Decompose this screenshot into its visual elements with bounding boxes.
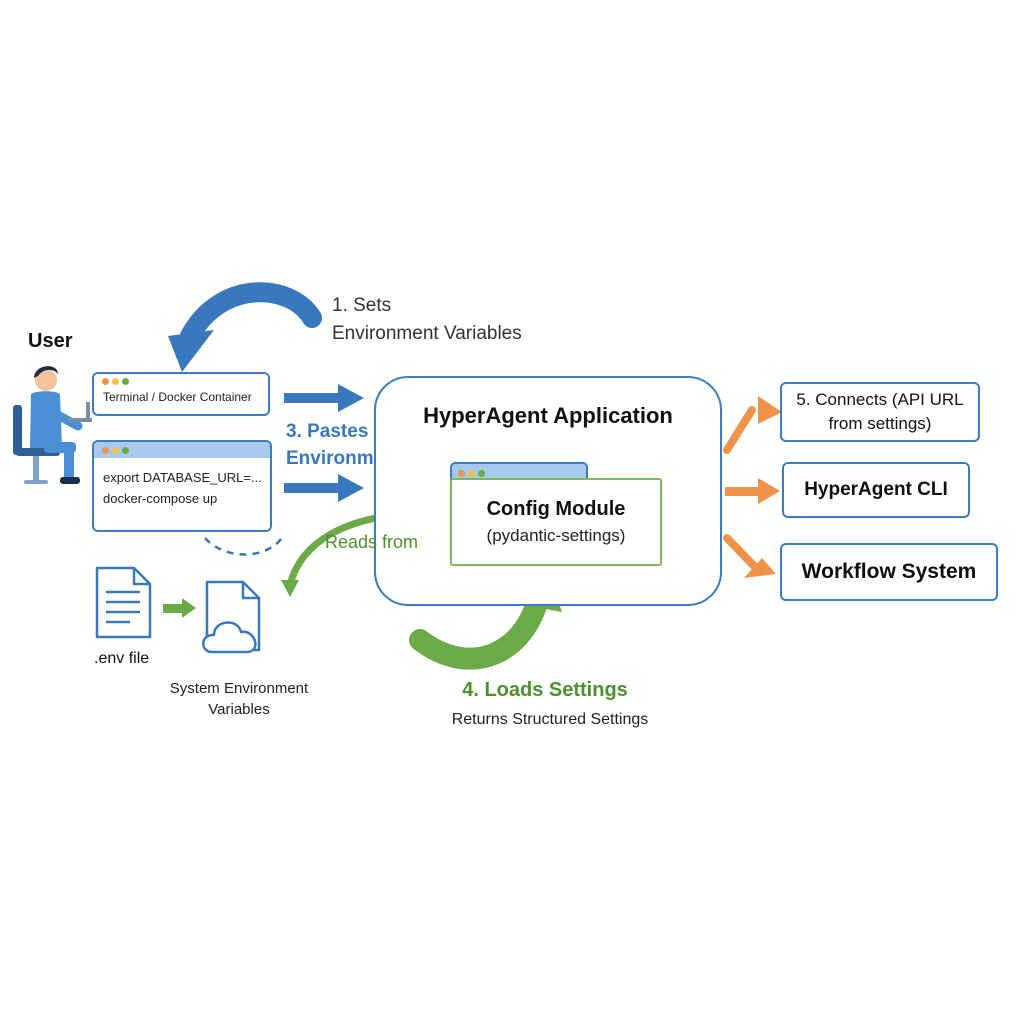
paste-arrow-top [284, 384, 364, 412]
config-module-title: Config Module [486, 498, 626, 520]
command-window: export DATABASE_URL=... docker-compose u… [92, 440, 272, 532]
window-close-dot [458, 470, 465, 477]
hyperagent-cli-box: HyperAgent CLI [782, 462, 970, 518]
workflow-arrow [723, 534, 776, 578]
workflow-system-label: Workflow System [801, 560, 977, 583]
step1-line2: Environment Variables [332, 323, 522, 344]
step4-subtitle: Returns Structured Settings [451, 711, 649, 728]
env-to-system-arrow [163, 598, 196, 618]
workflow-system-box: Workflow System [780, 543, 998, 601]
window-max-dot [122, 378, 129, 385]
step3-line2: Environment [286, 448, 403, 469]
step1-line1: 1. Sets [332, 295, 392, 316]
connects-line1: 5. Connects (API URL [796, 390, 964, 409]
window-min-dot [112, 378, 119, 385]
person-at-desk-icon [13, 366, 92, 484]
cli-arrow [725, 478, 780, 504]
sets-env-arrow [168, 282, 322, 372]
connects-line2: from settings) [828, 414, 932, 433]
connects-box: 5. Connects (API URL from settings) [780, 382, 980, 442]
config-module-body: Config Module (pydantic-settings) [450, 478, 662, 566]
user-label: User [28, 330, 73, 352]
window-close-dot [102, 447, 109, 454]
system-env-line2: Variables [208, 701, 270, 718]
reads-from-label: Reads from [325, 532, 419, 552]
dashed-connector [204, 537, 283, 556]
config-module-subtitle: (pydantic-settings) [486, 526, 626, 545]
command-line-2: docker-compose up [103, 491, 218, 506]
cloud-document-icon [202, 580, 261, 654]
system-env-line1: System Environment [169, 680, 309, 697]
env-file-label: .env file [94, 650, 150, 667]
hyperagent-application-title: HyperAgent Application [423, 403, 673, 428]
window-max-dot [478, 470, 485, 477]
step3-line1: 3. Pastes [286, 421, 369, 442]
terminal-title: Terminal / Docker Container [103, 390, 252, 404]
step1-label: 1. Sets Environment Variables [332, 292, 522, 348]
window-max-dot [122, 447, 129, 454]
command-line-1: export DATABASE_URL=... [103, 470, 262, 485]
window-min-dot [112, 447, 119, 454]
paste-arrow-bottom [284, 474, 364, 502]
config-module-box: Config Module (pydantic-settings) [450, 462, 662, 566]
connects-arrow [723, 396, 782, 454]
terminal-window: Terminal / Docker Container [92, 372, 270, 416]
window-close-dot [102, 378, 109, 385]
hyperagent-cli-label: HyperAgent CLI [804, 479, 948, 500]
step3-label: 3. Pastes Environment [286, 418, 402, 472]
window-min-dot [468, 470, 475, 477]
document-icon [95, 566, 152, 639]
step4-title: 4. Loads Settings [462, 679, 628, 701]
system-env-label: System Environment Variables [140, 678, 338, 720]
